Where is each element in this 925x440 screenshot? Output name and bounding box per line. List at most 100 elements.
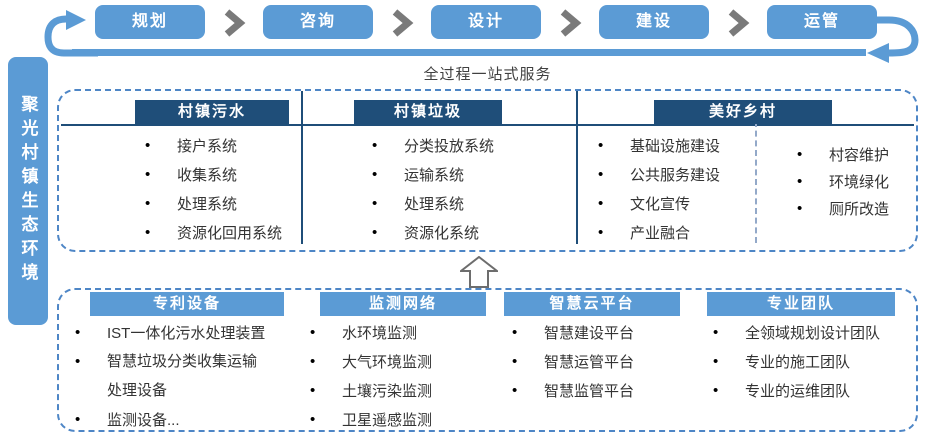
list-item-label: 资源化回用系统 — [177, 225, 283, 242]
column-header-cloud: 智慧云平台 — [504, 292, 680, 316]
brand-sidebar-label: 聚光村镇生态环境 — [18, 95, 38, 287]
list-item: • 全领域规划设计团队 — [713, 318, 880, 347]
services-panel: 村镇污水 村镇垃圾 美好乡村 •接户系统 • 收集系统 • 处理系统 • 资源化回用系… — [57, 89, 918, 252]
bullet-icon: • — [145, 166, 151, 183]
bullet-icon: • — [512, 382, 518, 399]
list-item-label: 公共服务建设 — [630, 167, 721, 184]
list-item-label: 智慧垃圾分类收集运输处理设备 — [107, 353, 258, 399]
list-item: • 智慧监管平台 — [512, 376, 634, 405]
chevron-right-icon — [224, 9, 246, 37]
bullet-icon: • — [797, 200, 803, 217]
stage-box-operation: 运管 — [767, 5, 877, 39]
list-item: •文化宣传 — [598, 189, 720, 218]
list-item: • IST一体化污水处理装置 — [75, 318, 269, 347]
chevron-right-icon — [560, 9, 582, 37]
bullet-icon: • — [372, 224, 378, 241]
bullet-icon: • — [713, 324, 719, 341]
list-item-label: 收集系统 — [177, 167, 238, 184]
bullet-icon: • — [372, 166, 378, 183]
list-item-label: 水环境监测 — [342, 325, 418, 342]
list-item-label: 基础设施建设 — [630, 138, 721, 155]
loop-arrow-right-icon — [845, 16, 919, 63]
bullet-icon: • — [145, 137, 151, 154]
list-item-label: 运输系统 — [404, 167, 465, 184]
up-arrow-icon — [460, 256, 498, 288]
stage-box-consulting: 咨询 — [263, 5, 373, 39]
list-item-label: 资源化系统 — [404, 225, 480, 242]
list-item: • 收集系统 — [145, 160, 282, 189]
list-item-label: 专业的运维团队 — [745, 383, 851, 400]
column-divider — [301, 91, 303, 244]
bullet-icon: • — [75, 411, 81, 428]
bullet-icon: • — [310, 324, 316, 341]
list-item-label: 全领域规划设计团队 — [745, 325, 881, 342]
bullet-icon: • — [512, 324, 518, 341]
bullet-icon: • — [310, 382, 316, 399]
list-item-label: 文化宣传 — [630, 196, 691, 213]
bullet-icon: • — [372, 195, 378, 212]
list-item-label: 处理系统 — [177, 196, 238, 213]
bullet-icon: • — [310, 353, 316, 370]
bullet-icon: • — [598, 166, 604, 183]
equipment-list: •IST一体化污水处理装置 •智慧垃圾分类收集运输处理设备 •监测设备... — [75, 318, 269, 434]
list-item: •产业融合 — [598, 218, 720, 247]
one-stop-service-title: 全过程一站式服务 — [423, 66, 552, 83]
bullet-icon: • — [713, 382, 719, 399]
column-header-sewage: 村镇污水 — [135, 100, 289, 124]
list-item: • 村容维护 — [797, 141, 889, 168]
bullet-icon: • — [145, 195, 151, 212]
list-item-label: 智慧建设平台 — [544, 325, 635, 342]
list-item: • 水环境监测 — [310, 318, 432, 347]
bullet-icon: • — [713, 353, 719, 370]
list-item: •智慧运管平台 — [512, 347, 634, 376]
list-item-label: 厕所改造 — [829, 201, 890, 218]
list-item: •接户系统 — [145, 131, 282, 160]
brand-sidebar: 聚光村镇生态环境 — [8, 57, 48, 325]
monitoring-list: • 水环境监测 •大气环境监测 •土壤污染监测 •卫星遥感监测 — [310, 318, 432, 434]
column-header-equipment: 专利设备 — [90, 292, 284, 316]
list-item-label: 智慧运管平台 — [544, 354, 635, 371]
list-item: • 分类投放系统 — [372, 131, 494, 160]
list-item: • 资源化系统 — [372, 218, 494, 247]
list-item-label: 分类投放系统 — [404, 138, 495, 155]
list-item: •大气环境监测 — [310, 347, 432, 376]
stage-box-construction: 建设 — [599, 5, 709, 39]
bullet-icon: • — [145, 224, 151, 241]
list-item: •专业的施工团队 — [713, 347, 880, 376]
list-item: • 公共服务建设 — [598, 160, 720, 189]
stage-box-design: 设计 — [431, 5, 541, 39]
column-header-team: 专业团队 — [707, 292, 895, 316]
chevron-right-icon — [392, 9, 414, 37]
bullet-icon: • — [75, 324, 81, 341]
list-item-label: IST一体化污水处理装置 — [107, 325, 266, 342]
list-item: • 处理系统 — [145, 189, 282, 218]
list-item: •土壤污染监测 — [310, 376, 432, 405]
list-item: • 智慧建设平台 — [512, 318, 634, 347]
list-item-label: 智慧监管平台 — [544, 383, 635, 400]
list-item: • 专业的运维团队 — [713, 376, 880, 405]
list-item: • 资源化回用系统 — [145, 218, 282, 247]
bullet-icon: • — [598, 224, 604, 241]
bullet-icon: • — [797, 146, 803, 163]
village-service-list-left: •基础设施建设 •公共服务建设 •文化宣传 •产业融合 — [598, 131, 720, 247]
list-item: •卫星遥感监测 — [310, 405, 432, 434]
list-item: •智慧垃圾分类收集运输处理设备 — [75, 347, 269, 405]
list-item-label: 村容维护 — [829, 147, 890, 164]
loop-arrow-left-icon — [44, 10, 98, 57]
cloud-platform-list: • 智慧建设平台 •智慧运管平台 • 智慧监管平台 — [512, 318, 634, 405]
list-item: • 基础设施建设 — [598, 131, 720, 160]
column-header-monitoring: 监测网络 — [320, 292, 486, 316]
column-header-village: 美好乡村 — [654, 100, 832, 124]
list-item-label: 处理系统 — [404, 196, 465, 213]
chevron-right-icon — [728, 9, 750, 37]
team-list: • 全领域规划设计团队 •专业的施工团队 • 专业的运维团队 — [713, 318, 880, 405]
header-underline — [61, 124, 914, 126]
list-item-label: 环境绿化 — [829, 174, 890, 191]
bullet-icon: • — [598, 137, 604, 154]
column-header-garbage: 村镇垃圾 — [354, 100, 502, 124]
list-item: •监测设备... — [75, 405, 269, 434]
bullet-icon: • — [797, 173, 803, 190]
bullet-icon: • — [310, 411, 316, 428]
sub-column-divider — [755, 121, 757, 243]
bullet-icon: • — [372, 137, 378, 154]
